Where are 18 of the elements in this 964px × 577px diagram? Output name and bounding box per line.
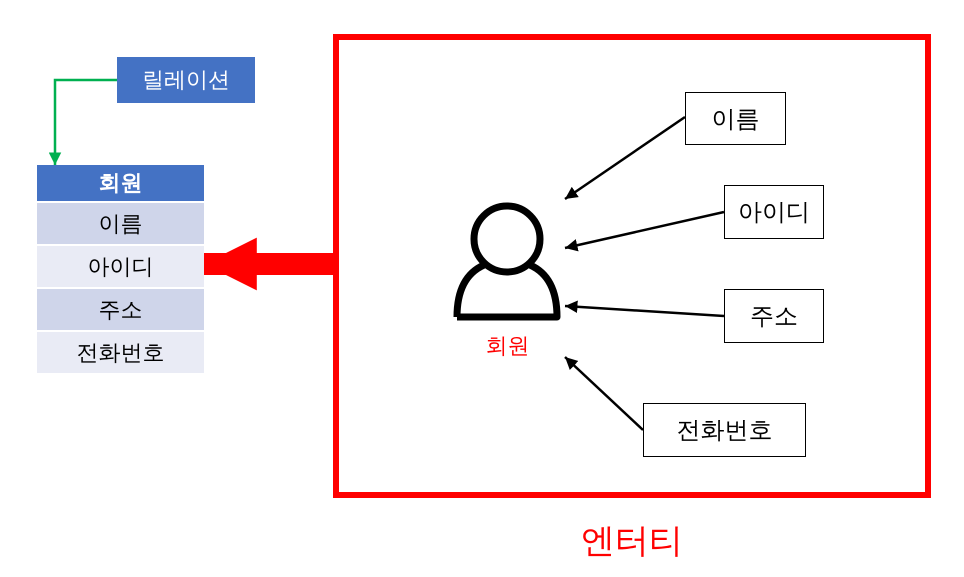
arrow — [564, 210, 724, 252]
arrow — [564, 356, 644, 431]
attribute-box: 아이디 — [724, 185, 824, 239]
arrow — [564, 300, 724, 318]
block-arrow — [204, 238, 333, 290]
entity-title: 엔터티 — [580, 521, 684, 562]
column-name: 전화번호 — [37, 332, 204, 373]
column-name: 아이디 — [37, 246, 204, 287]
relation-label: 릴레이션 — [117, 57, 255, 103]
table-name: 회원 — [37, 165, 204, 201]
attribute-box: 이름 — [685, 92, 786, 145]
attribute-box: 전화번호 — [643, 403, 806, 457]
arrow — [564, 116, 686, 200]
entity-name: 회원 — [484, 332, 530, 360]
column-name: 주소 — [37, 289, 204, 330]
column-name: 이름 — [37, 203, 204, 244]
attribute-box: 주소 — [724, 289, 824, 343]
arrow — [48, 78, 117, 165]
